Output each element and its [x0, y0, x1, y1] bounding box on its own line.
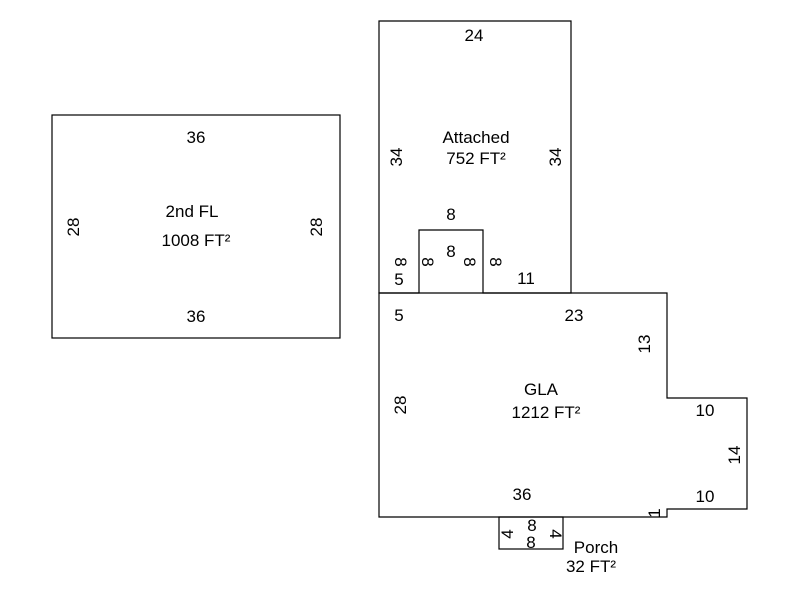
porch-section: 4 4 8 8 Porch 32 FT²	[498, 516, 618, 576]
dim-top-right: 23	[565, 306, 584, 325]
dim-right: 28	[307, 218, 326, 237]
porch-outline	[498, 516, 564, 550]
dim-bump-right-inner: 8	[460, 257, 479, 266]
attached-section: 24 34 34 Attached 752 FT² 8 8 8 8 8 8 5 …	[378, 20, 572, 294]
dim-left-lower: 5	[394, 270, 403, 289]
dim-bump-left-outer: 8	[391, 257, 410, 266]
dim-bump-top: 8	[446, 205, 455, 224]
area-name: GLA	[524, 380, 559, 399]
dim-left: 28	[64, 218, 83, 237]
dim-left: 4	[498, 529, 517, 538]
dim-bottom: 8	[526, 533, 535, 552]
dim-left: 28	[391, 396, 410, 415]
dim-bump-right-outer: 8	[486, 257, 505, 266]
area-name: Attached	[442, 128, 509, 147]
dim-bump-inner: 8	[446, 242, 455, 261]
dim-top-left: 5	[394, 306, 403, 325]
dim-right: 34	[546, 148, 565, 167]
gla-outline	[378, 292, 748, 518]
dim-top: 8	[527, 516, 536, 535]
dim-bottom: 36	[187, 307, 206, 326]
gla-section: 5 23 13 10 14 10 1 36 28 GLA 1212 FT²	[378, 292, 748, 518]
area-name: Porch	[574, 538, 618, 557]
area-size: 752 FT²	[446, 149, 506, 168]
dim-right-lower: 11	[517, 269, 535, 288]
second-floor-outline	[51, 114, 341, 339]
dim-top: 24	[465, 26, 484, 45]
dim-step-top: 10	[696, 401, 715, 420]
dim-top: 36	[187, 128, 206, 147]
dim-bump-left-inner: 8	[418, 257, 437, 266]
dim-step-bottom: 10	[696, 487, 715, 506]
dim-right-upper: 13	[635, 335, 654, 354]
dim-step-small: 1	[645, 508, 664, 517]
dim-right-side: 14	[725, 446, 744, 465]
dim-bottom: 36	[513, 485, 532, 504]
area-size: 1212 FT²	[512, 403, 581, 422]
dim-left: 34	[387, 148, 406, 167]
area-size: 32 FT²	[566, 557, 616, 576]
second-floor-section: 36 36 28 28 2nd FL 1008 FT²	[51, 114, 341, 339]
area-size: 1008 FT²	[162, 231, 231, 250]
area-name: 2nd FL	[166, 202, 219, 221]
dim-right: 4	[546, 529, 565, 538]
